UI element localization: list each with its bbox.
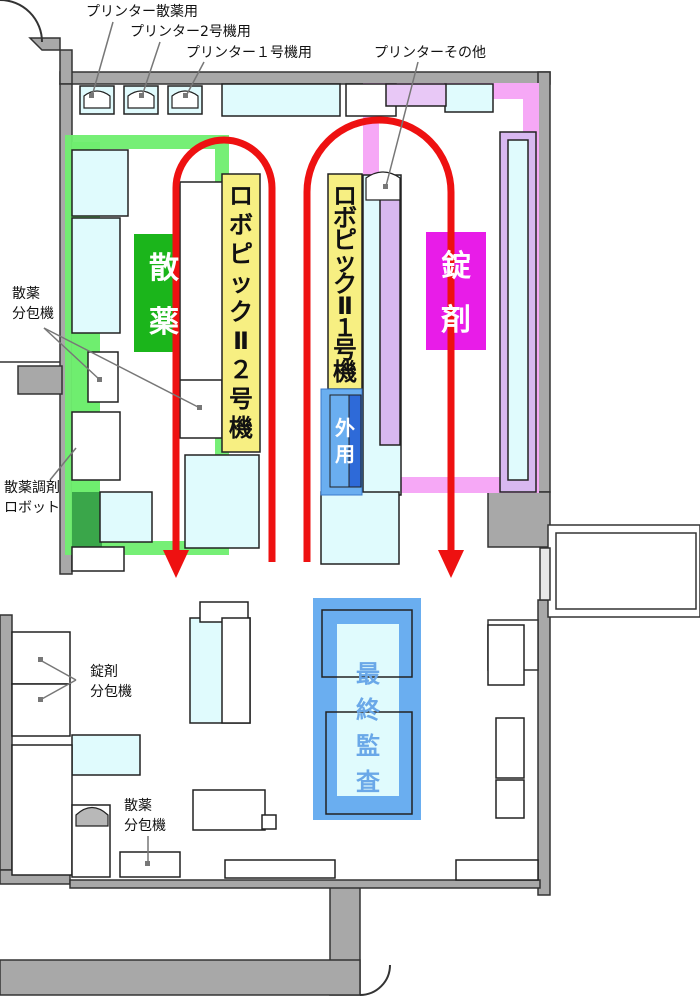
robopick-1-label-char: 号 bbox=[333, 336, 357, 364]
external-use-label-char: 用 bbox=[335, 442, 355, 466]
label-powder-packer-1: 散薬 bbox=[12, 286, 40, 302]
robopick-2-label-char: ッ bbox=[229, 269, 253, 297]
wall-top bbox=[59, 71, 551, 85]
robopick-1-label-char: １ bbox=[333, 314, 357, 342]
wall-right-lower bbox=[537, 599, 551, 896]
leader-lines bbox=[39, 21, 419, 864]
printer-icon bbox=[127, 90, 155, 109]
wall-right-upper bbox=[537, 71, 551, 493]
robopick-1-label-char: ピ bbox=[333, 226, 357, 254]
label-powder-robot-2: ロボット bbox=[4, 500, 60, 516]
printer-icon bbox=[75, 806, 109, 827]
robopick-2-label-char: 号 bbox=[229, 385, 253, 413]
final-audit-label-char: 査 bbox=[356, 768, 380, 796]
printer-icon bbox=[171, 90, 199, 109]
label-tablet-packer-1: 錠剤 bbox=[90, 664, 118, 680]
printer-icon bbox=[83, 90, 111, 109]
wall-arc-bottom bbox=[359, 964, 391, 996]
robopick-2-label-char: ピ bbox=[229, 240, 253, 268]
external-use-label-char: 外 bbox=[335, 416, 355, 440]
robopick-1-label-char: Ⅱ bbox=[337, 292, 353, 320]
tablet-zone-badge bbox=[426, 232, 486, 350]
flow-arrow-right bbox=[303, 116, 455, 562]
final-audit-label-char: 監 bbox=[356, 732, 380, 760]
label-powder-packer-b-1: 散薬 bbox=[124, 798, 152, 814]
tablet-zone-label-2: 剤 bbox=[440, 303, 471, 338]
tablet-zone-label-1: 錠 bbox=[441, 249, 471, 284]
right-rooms bbox=[539, 524, 700, 618]
wall-right-block bbox=[487, 491, 551, 548]
arrowhead-left bbox=[163, 550, 189, 578]
label-printer-other: プリンターその他 bbox=[374, 45, 486, 61]
top-counter bbox=[221, 83, 341, 117]
external-use-box: 外用 bbox=[320, 388, 363, 496]
wall-arc-top bbox=[0, 0, 43, 43]
label-printer-1: プリンター１号機用 bbox=[186, 45, 312, 61]
right-room-1 bbox=[547, 524, 700, 618]
label-printer-powder: プリンター散薬用 bbox=[86, 4, 198, 20]
robopick-1-label-char: ロ bbox=[333, 182, 357, 210]
flow-arrows bbox=[172, 116, 455, 562]
label-powder-packer-2: 分包機 bbox=[12, 306, 54, 322]
robopick-2-label-char: ロ bbox=[229, 182, 253, 210]
flow-arrow-left bbox=[172, 136, 276, 562]
robopick-2-label-char: ク bbox=[229, 298, 253, 326]
robopick-1-label-char: ッ bbox=[333, 248, 357, 276]
wall-bottom-inner bbox=[69, 879, 541, 889]
printer-icons bbox=[75, 90, 401, 827]
wall-left-lower bbox=[0, 614, 13, 871]
robopick-2-label-char: ２ bbox=[229, 356, 253, 384]
walls bbox=[0, 37, 551, 996]
final-audit-label-char: 終 bbox=[356, 696, 381, 724]
label-tablet-packer-2: 分包機 bbox=[90, 684, 132, 700]
wall-bottom-strip bbox=[0, 959, 361, 996]
robopick-2-label-char: Ⅱ bbox=[233, 327, 249, 355]
robopick-1-label-char: ボ bbox=[333, 204, 357, 232]
powder-zone-label-2: 薬 bbox=[149, 305, 179, 340]
wall-upper-left bbox=[28, 37, 73, 85]
wall-left-protrusion bbox=[17, 365, 63, 395]
final-audit-label-char: 最 bbox=[356, 660, 381, 688]
robopick-1-label-char: 機 bbox=[333, 358, 357, 386]
label-powder-packer-b-2: 分包機 bbox=[124, 818, 166, 834]
robopick-2-label-char: 機 bbox=[229, 414, 253, 442]
robopick-1-label-char: ク bbox=[333, 270, 357, 298]
arrowhead-right bbox=[438, 550, 464, 578]
powder-zone-label-1: 散 bbox=[149, 251, 179, 286]
label-powder-robot-1: 散薬調剤 bbox=[4, 480, 60, 496]
robopick-2-label-char: ボ bbox=[229, 211, 253, 239]
label-printer-2: プリンター2号機用 bbox=[130, 24, 251, 40]
